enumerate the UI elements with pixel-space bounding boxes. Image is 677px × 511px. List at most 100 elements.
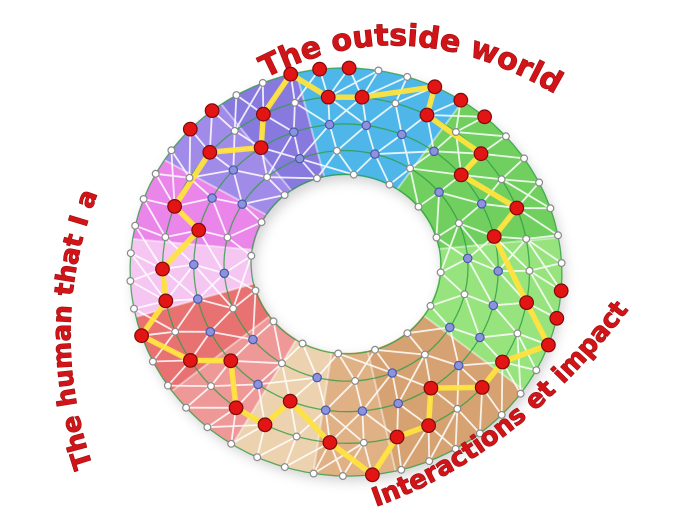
node-red[interactable]	[322, 435, 338, 450]
node-white[interactable]	[349, 170, 358, 179]
node-white[interactable]	[436, 268, 445, 277]
node-purple[interactable]	[429, 146, 439, 157]
node-white[interactable]	[532, 366, 541, 375]
node-red[interactable]	[158, 293, 174, 309]
node-purple[interactable]	[207, 193, 217, 203]
node-white[interactable]	[460, 290, 469, 299]
node-white[interactable]	[516, 389, 525, 398]
node-red[interactable]	[477, 109, 493, 125]
node-purple[interactable]	[488, 300, 499, 311]
node-red[interactable]	[320, 89, 336, 105]
node-white[interactable]	[247, 251, 256, 260]
node-white[interactable]	[351, 376, 360, 385]
sector-red[interactable]	[135, 283, 271, 392]
node-purple[interactable]	[288, 127, 299, 137]
node-white[interactable]	[403, 329, 412, 338]
node-purple[interactable]	[205, 326, 216, 337]
node-purple[interactable]	[320, 405, 331, 415]
node-white[interactable]	[313, 174, 322, 183]
node-white[interactable]	[182, 403, 191, 412]
node-red[interactable]	[134, 328, 150, 344]
node-white[interactable]	[553, 231, 562, 240]
node-white[interactable]	[280, 191, 289, 200]
node-purple[interactable]	[434, 187, 444, 197]
node-red[interactable]	[519, 295, 534, 311]
node-red[interactable]	[182, 353, 198, 368]
node-purple[interactable]	[453, 360, 464, 371]
node-white[interactable]	[269, 317, 278, 326]
node-red[interactable]	[257, 417, 273, 433]
node-white[interactable]	[298, 339, 307, 348]
node-purple[interactable]	[189, 259, 199, 270]
node-white[interactable]	[557, 259, 566, 268]
node-white[interactable]	[230, 126, 239, 135]
node-red[interactable]	[427, 79, 443, 95]
node-white[interactable]	[223, 233, 232, 242]
node-purple[interactable]	[237, 199, 247, 209]
node-white[interactable]	[546, 204, 555, 213]
node-red[interactable]	[421, 418, 437, 434]
node-white[interactable]	[403, 72, 412, 81]
node-white[interactable]	[309, 469, 318, 478]
node-red[interactable]	[549, 310, 565, 326]
node-red[interactable]	[474, 380, 490, 395]
node-red[interactable]	[167, 198, 183, 214]
node-red[interactable]	[354, 89, 370, 105]
node-purple[interactable]	[324, 119, 335, 130]
node-white[interactable]	[475, 429, 484, 438]
node-red[interactable]	[283, 66, 299, 82]
node-red[interactable]	[419, 107, 435, 123]
node-red[interactable]	[389, 429, 405, 445]
node-purple[interactable]	[493, 266, 503, 276]
node-white[interactable]	[426, 301, 435, 310]
node-white[interactable]	[207, 382, 216, 391]
node-purple[interactable]	[193, 294, 203, 304]
node-purple[interactable]	[219, 268, 230, 279]
node-white[interactable]	[453, 404, 462, 413]
node-purple[interactable]	[370, 149, 380, 159]
node-red[interactable]	[253, 140, 269, 156]
node-white[interactable]	[513, 329, 522, 338]
node-red[interactable]	[453, 167, 469, 183]
node-white[interactable]	[338, 472, 347, 481]
node-red[interactable]	[541, 337, 556, 353]
node-red[interactable]	[282, 393, 298, 409]
node-red[interactable]	[223, 353, 239, 369]
node-white[interactable]	[280, 463, 289, 472]
node-purple[interactable]	[253, 379, 263, 390]
node-white[interactable]	[148, 357, 157, 366]
node-red[interactable]	[312, 61, 328, 77]
node-white[interactable]	[130, 304, 139, 313]
node-white[interactable]	[397, 465, 406, 474]
node-white[interactable]	[425, 457, 434, 466]
node-white[interactable]	[451, 128, 460, 137]
node-purple[interactable]	[462, 253, 473, 264]
node-red[interactable]	[155, 261, 170, 277]
node-white[interactable]	[535, 178, 544, 187]
node-red[interactable]	[495, 354, 510, 370]
node-purple[interactable]	[387, 368, 397, 378]
node-white[interactable]	[454, 219, 463, 228]
node-red[interactable]	[191, 222, 207, 238]
node-red[interactable]	[202, 144, 218, 160]
node-white[interactable]	[161, 233, 170, 242]
node-white[interactable]	[420, 350, 429, 359]
node-purple[interactable]	[361, 120, 372, 131]
node-red[interactable]	[204, 103, 220, 118]
node-white[interactable]	[525, 266, 534, 275]
node-white[interactable]	[332, 146, 341, 155]
node-white[interactable]	[277, 359, 286, 368]
node-red[interactable]	[453, 92, 469, 108]
sector-magenta[interactable]	[132, 160, 267, 250]
node-white[interactable]	[414, 202, 423, 211]
node-white[interactable]	[451, 444, 460, 453]
node-white[interactable]	[385, 180, 394, 189]
node-white[interactable]	[253, 453, 262, 462]
node-white[interactable]	[227, 439, 236, 448]
node-white[interactable]	[522, 234, 531, 243]
node-white[interactable]	[263, 173, 272, 182]
node-red[interactable]	[423, 380, 439, 396]
node-purple[interactable]	[475, 332, 485, 343]
node-purple[interactable]	[228, 165, 239, 175]
node-red[interactable]	[486, 229, 502, 244]
